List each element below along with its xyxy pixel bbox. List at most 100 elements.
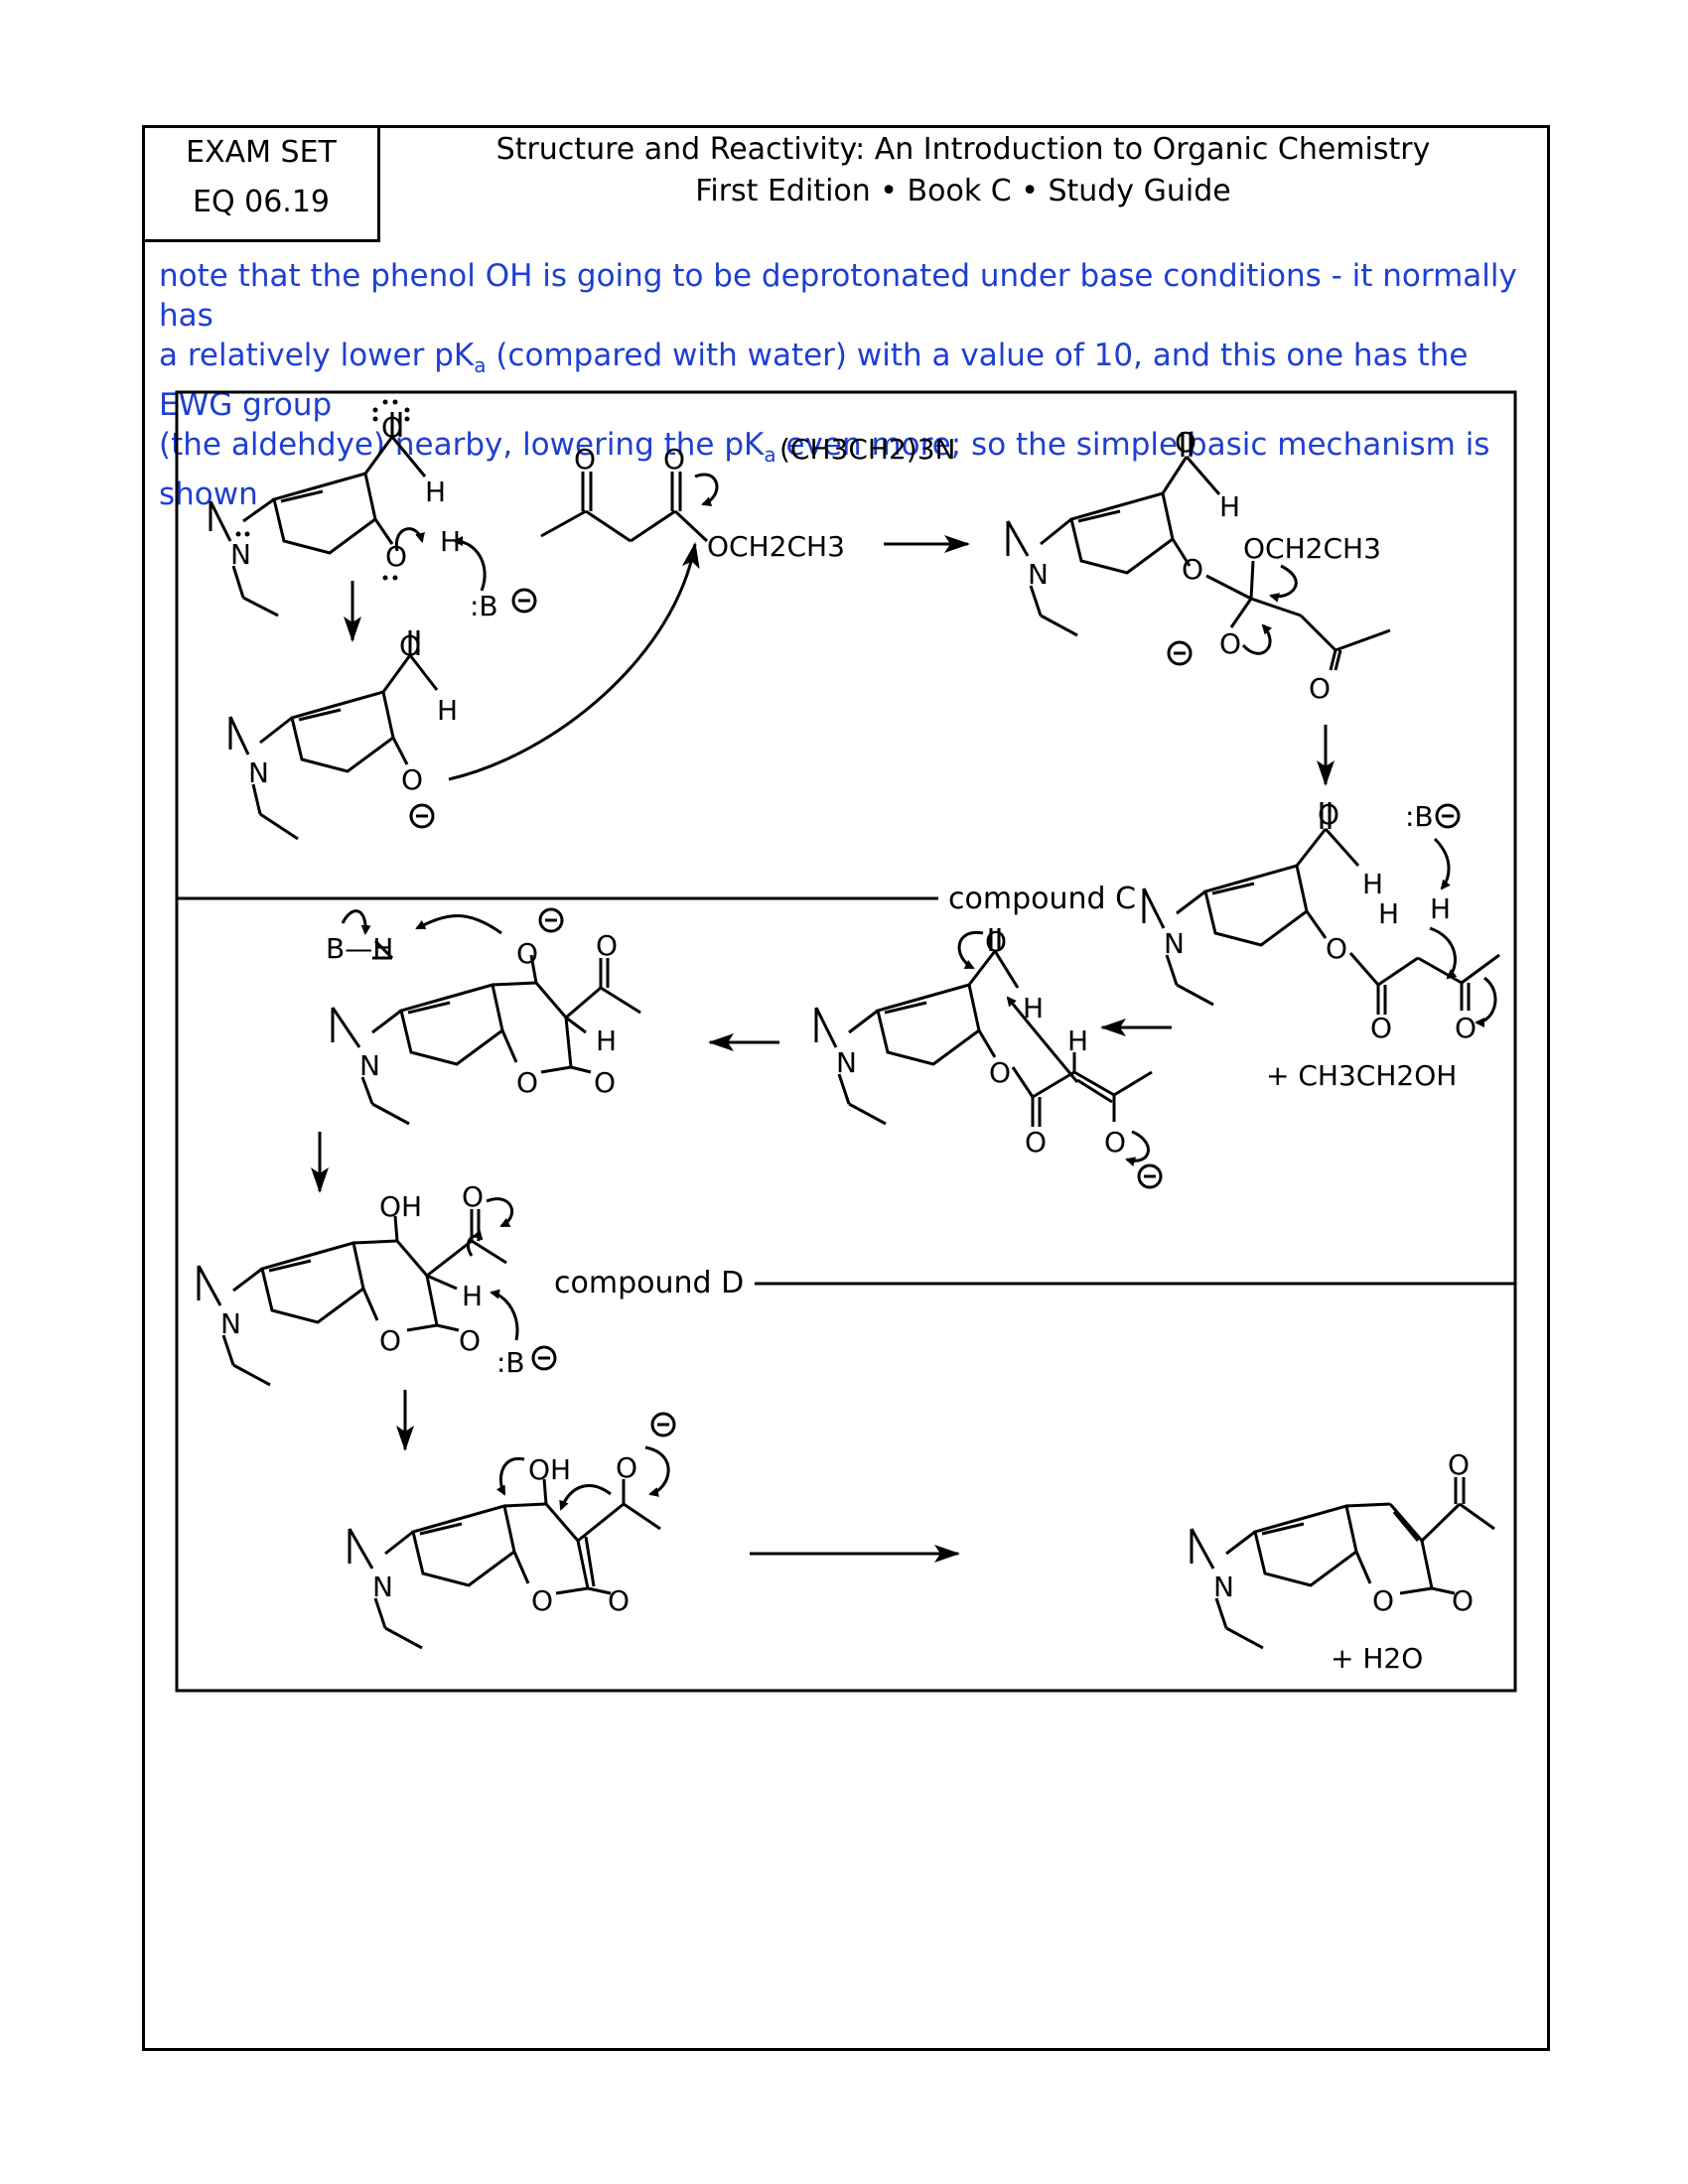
enolate [814,928,1153,1127]
ethyl-acetoacetate [540,472,709,543]
alkoxide-o-6: O [516,937,538,970]
negative-charge-5 [1137,1163,1163,1189]
compound-c-ester [1142,802,1500,1015]
arrow-deprotonate-4 [1433,837,1451,890]
alpha-h-4: H [1378,897,1399,930]
arrow-oh-bond-1 [394,527,425,552]
carbonyl-o-2: O [399,629,421,662]
arrow-bh-bond-6 [341,909,371,935]
arrow-hydroxide-leave-8 [495,1456,525,1496]
ethoxy-group-3: OCH2CH3 [1243,532,1381,565]
exam-set-label: EXAM SET [186,135,337,170]
aryl-ether-o-3: O [1182,553,1203,586]
ring-o-7: O [379,1324,401,1357]
carbonyl-o-1: O [381,411,403,444]
aldehyde-h-1: H [425,476,446,508]
ester-carbonyl-o: O [663,443,685,476]
negative-charge-1 [511,588,537,614]
negative-charge-4 [1435,803,1461,829]
arrow-carbonyl-o-7 [486,1197,514,1228]
negative-charge-6 [538,907,564,933]
alkoxide-o-3: O [1219,627,1241,660]
hydroxyl-8: OH [528,1453,571,1486]
ester-group: OCH2CH3 [707,530,845,563]
amine-n-6: N [359,1049,380,1082]
arrow-to-oxygen-4 [1475,976,1497,1027]
arrow-protonate-6 [415,914,502,935]
negative-charge-3 [1167,640,1193,666]
arrow-carbonyl [694,473,719,506]
base-7: :B [496,1346,525,1379]
hydroxyl-7: OH [379,1190,422,1223]
ketone-o-4: O [1455,1012,1477,1044]
amine-n-4: N [1164,927,1185,960]
carbonyl-o-3: O [1175,426,1196,459]
coumarin-product [1190,1477,1495,1650]
amine-n-5: N [836,1046,857,1079]
mechanism-frame [175,390,1517,1693]
amine-n-9: N [1213,1570,1234,1603]
arrow-enolate-form-4 [1429,926,1458,980]
lactone-o-8: O [608,1584,630,1617]
starting-aldehyde-labels: O H N O H :B [230,411,498,622]
note-line-3: (the aldehdye) nearby, lowering the pKa … [159,427,1490,513]
base-4: :B [1405,800,1434,833]
base-1: :B [470,590,498,622]
base-h-6: B—H [326,932,393,965]
arrow-reform-carbonyl [1241,623,1273,655]
mechanism-note: note that the phenol OH is going to be d… [159,256,1539,514]
negative-charge-2 [409,803,435,829]
carbonyl-o-5: O [985,925,1007,958]
enolate-elimination [348,1478,661,1650]
arrow-deprotonate-1 [453,536,487,592]
negative-charge-7 [531,1345,557,1371]
ethanol-byproduct: + CH3CH2OH [1266,1059,1457,1092]
ring-o-6: O [516,1066,538,1099]
phenol-o-1: O [385,540,407,573]
book-subtitle: First Edition • Book C • Study Guide [695,174,1231,208]
aldehyde-h-3: H [1219,490,1240,523]
enolate-o-8: O [616,1451,637,1484]
phenoxide-o-2: O [401,763,423,796]
amine-n-7: N [220,1307,241,1340]
amine-n-2: N [248,756,269,789]
exam-set-box: EXAM SET EQ 06.19 [142,125,380,242]
ketone-o: O [574,443,596,476]
amine-n-3: N [1028,558,1049,591]
ketone-o-7: O [462,1180,484,1213]
alpha-h-7: H [462,1280,483,1312]
book-title: Structure and Reactivity: An Introductio… [495,132,1431,167]
compound-d-label: compound D [554,1266,744,1300]
triethylamine: (CH3CH2)3N [779,433,955,466]
arrow-enolize-7 [466,1229,484,1257]
lone-pair-dots-1 [235,399,410,581]
arrow-enolate-push-5 [1125,1130,1150,1166]
cyclized-alkoxide [331,939,641,1126]
arrow-deprotonate-7 [490,1289,519,1341]
alpha-h-6: H [596,1024,617,1057]
aldehyde-h-5: H [1023,992,1044,1024]
arrow-leaving-group [1269,564,1298,603]
negative-charge-8 [650,1412,676,1437]
acidic-h-4: H [1430,892,1451,925]
ester-o-5: O [989,1056,1011,1089]
compound-c-label: compound C [948,882,1136,916]
carbonyl-o-4: O [1318,798,1339,831]
phenol-h-1: H [440,525,461,558]
enolate-o-5: O [1104,1126,1126,1159]
ketone-o-9: O [1448,1448,1470,1481]
arrow-carbonyl-o-5 [957,930,984,970]
starting-aldehyde [209,412,427,617]
lactone-o-9: O [1452,1584,1474,1617]
aldehyde-h-2: H [437,694,458,727]
compound-d-alcohol [197,1209,507,1387]
lactone-o-7: O [459,1324,481,1357]
tetrahedral-intermediate [1006,432,1391,671]
ester-carbonyl-o-5: O [1025,1126,1047,1159]
arrow-aldol-attack-5 [1006,996,1079,1083]
note-line-1: note that the phenol OH is going to be d… [159,258,1517,334]
ketone-o-6: O [596,929,618,962]
arrow-attack-ester [448,542,700,781]
exam-question-number: EQ 06.19 [193,185,330,219]
